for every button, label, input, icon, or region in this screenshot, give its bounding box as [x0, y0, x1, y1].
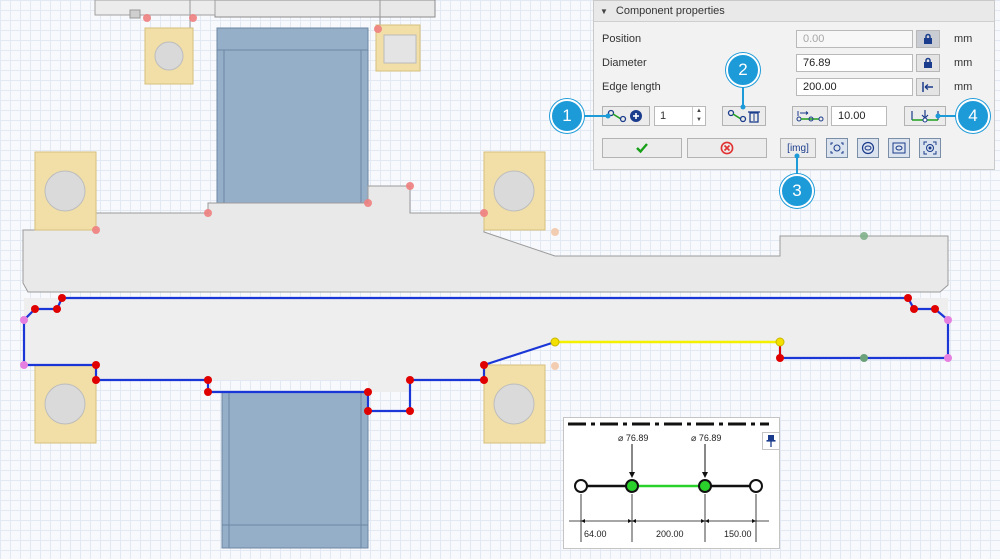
view-mode-1-icon[interactable] [826, 138, 848, 158]
offset-nodes-button[interactable] [792, 106, 828, 126]
callout-4: 4 [956, 99, 990, 133]
image-view-button[interactable]: [img] [780, 138, 816, 158]
collapse-chevron-icon[interactable]: ▼ [600, 6, 608, 16]
shaft-body [22, 185, 949, 293]
offset-field[interactable] [831, 106, 887, 126]
edge-length-unit: mm [954, 81, 973, 93]
edge-schematic: ⌀ 76.89 ⌀ 76.89 64.00 200.00 150.00 [563, 417, 780, 549]
stepper-arrows[interactable]: ▲▼ [692, 107, 705, 125]
edge-length-label: Edge length [602, 81, 661, 93]
position-label: Position [602, 33, 642, 45]
node-count-value: 1 [660, 110, 667, 122]
bearing-upper-left [34, 151, 97, 231]
delete-node-button[interactable] [722, 106, 766, 126]
axis-marker [860, 354, 868, 362]
position-field[interactable] [796, 30, 913, 48]
diameter-label: Diameter [602, 57, 647, 69]
hub-block [216, 27, 369, 549]
panel-title: Component properties [615, 5, 725, 17]
image-view-label: img [789, 142, 807, 154]
align-left-icon[interactable] [916, 78, 940, 96]
diameter-field[interactable] [796, 54, 913, 72]
bearing-top-small [144, 27, 194, 85]
faded-nodes [92, 14, 868, 370]
bearing-upper-right [483, 151, 546, 231]
view-mode-4-icon[interactable] [919, 138, 941, 158]
view-mode-2-icon[interactable] [857, 138, 879, 158]
bearing-lower-left [34, 364, 97, 444]
shaft-lower [24, 298, 948, 392]
contour-end-nodes[interactable] [20, 316, 952, 369]
pin-icon[interactable] [762, 432, 780, 450]
position-unit: mm [954, 33, 973, 45]
diameter-label-1: ⌀ 76.89 [618, 433, 648, 443]
confirm-button[interactable] [602, 138, 682, 158]
length-label-1: 64.00 [584, 529, 607, 539]
diameter-row: Diameter mm [602, 53, 972, 73]
top-housing [94, 0, 436, 28]
position-row: Position mm [602, 29, 972, 49]
length-label-2: 200.00 [656, 529, 684, 539]
contour-nodes[interactable] [31, 294, 939, 415]
callout-3: 3 [780, 174, 814, 208]
panel-header[interactable]: ▼ Component properties [594, 1, 994, 22]
component-properties-panel: ▼ Component properties Position mm Diame… [593, 0, 995, 170]
cancel-button[interactable] [687, 138, 767, 158]
add-node-button[interactable] [602, 106, 650, 126]
edge-length-field[interactable] [796, 78, 913, 96]
length-label-3: 150.00 [724, 529, 752, 539]
callout-1: 1 [550, 99, 584, 133]
edge-length-row: Edge length mm [602, 77, 972, 97]
lock-icon[interactable] [916, 54, 940, 72]
selected-edge-start[interactable] [550, 337, 560, 347]
callout-2: 2 [726, 53, 760, 87]
lock-icon[interactable] [916, 30, 940, 48]
bearing-lower-right [483, 364, 546, 444]
selected-edge-end[interactable] [775, 337, 785, 347]
diameter-label-2: ⌀ 76.89 [691, 433, 721, 443]
diameter-unit: mm [954, 57, 973, 69]
bearing-top-right [375, 24, 421, 72]
center-node-button[interactable] [904, 106, 946, 126]
view-mode-3-icon[interactable] [888, 138, 910, 158]
node-count-stepper[interactable]: 1 ▲▼ [654, 106, 706, 126]
